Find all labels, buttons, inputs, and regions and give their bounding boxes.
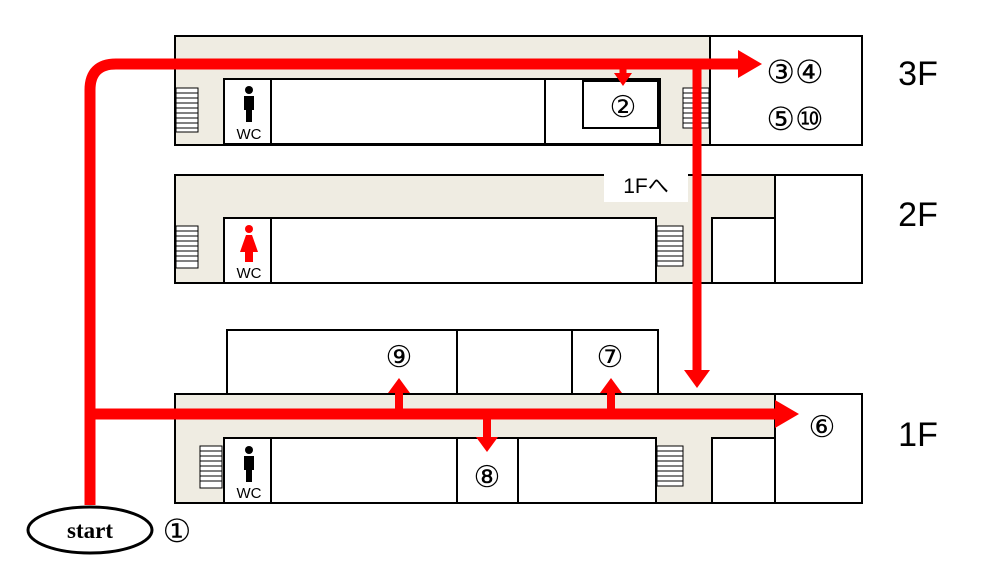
point-7: ⑦ (597, 341, 624, 374)
floor-1f-room (517, 437, 657, 504)
point-2: ② (610, 91, 637, 124)
point-3-4: ③④ (766, 54, 823, 90)
floor-label-2f: 2F (898, 196, 938, 234)
arrow-to-3-4-icon (738, 50, 762, 78)
annex-outline (226, 329, 659, 395)
arrow-to-8-icon (476, 437, 498, 452)
floor-1f-room (711, 437, 776, 504)
wc-label-3f: WC (237, 126, 262, 143)
arrow-to-9-icon (388, 378, 410, 393)
wc-label-2f: WC (237, 265, 262, 282)
floor-1f-room (270, 437, 458, 504)
floor-2f-room (270, 217, 657, 284)
male-restroom-icon (244, 446, 254, 482)
arrow-down-to-1f-icon (684, 370, 710, 388)
floor-3f: WC 3F (174, 35, 938, 146)
floor-3f-room-2 (582, 80, 659, 129)
floor-1f-stairs-left (199, 445, 223, 489)
floor-3f-room (270, 78, 546, 145)
start-marker (26, 505, 154, 555)
female-restroom-icon (240, 225, 258, 262)
floor-1f-stairs-right (656, 445, 684, 487)
point-9: ⑨ (386, 341, 413, 374)
arrow-to-6-icon (775, 400, 799, 428)
floor-2f-stairs-left (175, 225, 199, 269)
arrow-to-2-icon (614, 73, 632, 86)
floor-1f-annex (226, 329, 659, 395)
arrow-to-7-icon (600, 378, 622, 393)
route (84, 50, 799, 505)
point-8: ⑧ (474, 461, 501, 494)
route-main-path (84, 58, 740, 505)
floor-3f-corridor (176, 37, 710, 79)
male-restroom-icon (244, 86, 254, 122)
point-6: ⑥ (809, 411, 836, 444)
start-label: start (67, 518, 113, 543)
to-1f-note: 1Fへ (623, 175, 669, 198)
floor-2f: WC 2F 1Fへ (174, 166, 938, 284)
floor-label-3f: 3F (898, 55, 938, 93)
point-5-10: ⑤⑩ (766, 101, 823, 137)
floor-2f-stairs-right (656, 225, 684, 267)
floor-2f-room (711, 217, 776, 284)
wc-label-1f: WC (237, 485, 262, 502)
floor-label-1f: 1F (898, 416, 938, 454)
floor-3f-stairs-left (175, 87, 199, 133)
point-1: ① (163, 513, 192, 549)
to-1f-note-background (604, 166, 688, 202)
